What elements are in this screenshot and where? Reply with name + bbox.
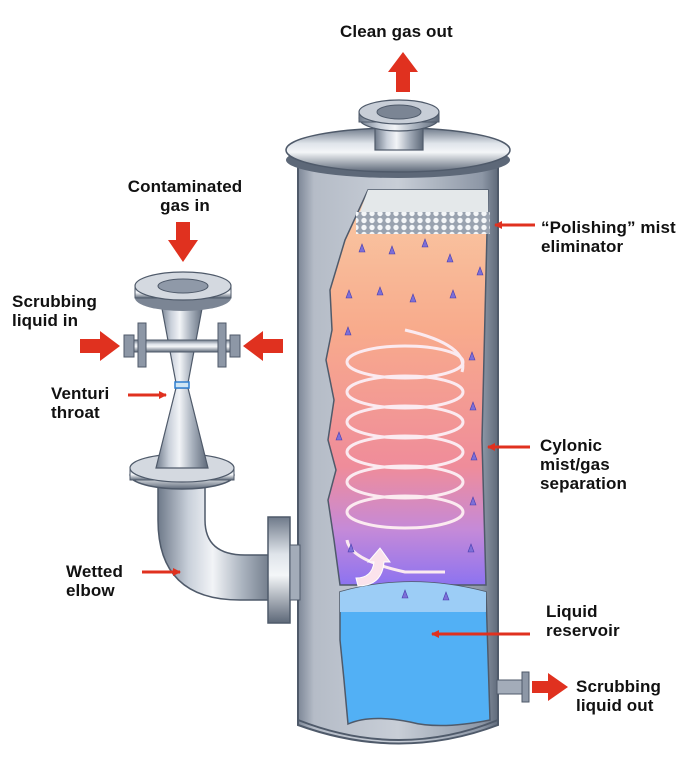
label-clean-gas-out: Clean gas out [340,22,453,41]
cyclone-swirl [345,328,465,574]
label-polishing-mist-eliminator: “Polishing” mist eliminator [541,218,676,256]
venturi-assembly [123,271,301,624]
arrow-right-icon [80,331,120,361]
label-line: “Polishing” mist [541,218,676,237]
label-line: Scrubbing [576,677,661,696]
label-line: Contaminated [127,177,243,196]
label-line: gas in [160,196,210,215]
label-line: elbow [66,581,115,600]
mist-eliminator-mesh [356,212,490,234]
droplets [335,238,484,601]
label-line: Wetted [66,562,123,581]
label-line: liquid out [576,696,654,715]
label-cyclonic-separation: Cylonic mist/gas separation [540,436,627,493]
label-line: mist/gas [540,455,610,474]
label-line: Scrubbing [12,292,97,311]
label-wetted-elbow: Wetted elbow [66,562,123,600]
label-line: Clean gas out [340,22,453,41]
venturi-throat-ring [174,381,190,389]
gas-region [325,189,489,586]
label-line: reservoir [546,621,620,640]
label-line: separation [540,474,627,493]
flow-arrows [80,52,568,701]
swirl-arrow-icon [355,547,391,587]
label-line: Cylonic [540,436,603,455]
label-line: liquid in [12,311,79,330]
label-line: Venturi [51,384,110,403]
arrow-right-icon [532,673,568,701]
arrow-up-icon [388,52,418,92]
separator-vessel [285,99,530,745]
label-liquid-reservoir: Liquid reservoir [546,602,620,640]
label-line: throat [51,403,100,422]
label-line: Liquid [546,602,598,621]
label-venturi-throat: Venturi throat [51,384,109,422]
label-contaminated-gas-in: Contaminated gas in [118,177,252,215]
pointer-arrows [128,221,535,638]
label-scrubbing-liquid-in: Scrubbing liquid in [12,292,97,330]
arrow-down-icon [168,222,198,262]
label-line: eliminator [541,237,624,256]
label-scrubbing-liquid-out: Scrubbing liquid out [576,677,661,715]
arrow-left-icon [243,331,283,361]
